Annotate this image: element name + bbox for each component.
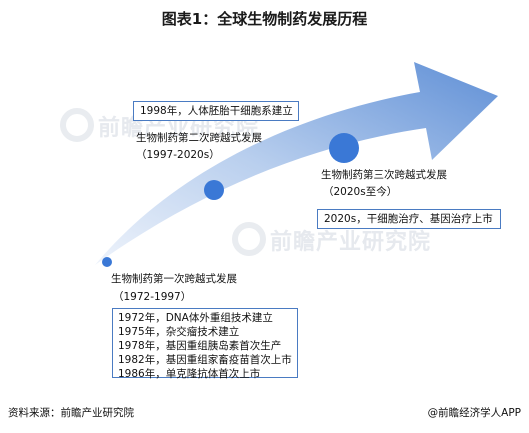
stage-3-event-box: 2020s，干细胞治疗、基因治疗上市 bbox=[317, 209, 501, 229]
stage-3-name: 生物制药第三次跨越式发展 bbox=[321, 169, 447, 181]
figure-title: 图表1：全球生物制药发展历程 bbox=[161, 10, 368, 28]
stage-2-event-box: 1998年，人体胚胎干细胞系建立 bbox=[133, 101, 299, 121]
stage-1-event: 1975年，杂交瘤技术建立 bbox=[118, 326, 240, 338]
watermark-logo-icon bbox=[60, 108, 94, 142]
stage-1-event: 1972年，DNA体外重组技术建立 bbox=[118, 312, 273, 324]
watermark-text: 前瞻产业研究院 bbox=[270, 230, 432, 255]
stage-1-event: 1986年，单克隆抗体首次上市 bbox=[118, 368, 261, 380]
stage-3-dot bbox=[329, 133, 359, 163]
stage-1-event: 1982年，基因重组家畜疫苗首次上市 bbox=[118, 354, 292, 366]
credit-note: @前瞻经济学人APP bbox=[427, 407, 521, 419]
source-note: 资料来源：前瞻产业研究院 bbox=[8, 407, 134, 419]
stage-3-period: （2020s至今） bbox=[323, 186, 398, 198]
stage-1-event-box: 1972年，DNA体外重组技术建立 1975年，杂交瘤技术建立 1978年，基因… bbox=[112, 308, 298, 380]
arrow-body bbox=[95, 62, 498, 265]
stage-2-name: 生物制药第二次跨越式发展 bbox=[136, 132, 262, 144]
stage-1-event: 1978年，基因重组胰岛素首次生产 bbox=[118, 340, 282, 352]
stage-2-dot bbox=[204, 180, 224, 200]
stage-1-dot bbox=[102, 257, 112, 267]
stage-3-event: 2020s，干细胞治疗、基因治疗上市 bbox=[324, 213, 493, 225]
stage-1-name: 生物制药第一次跨越式发展 bbox=[111, 273, 237, 285]
stage-1-period: （1972-1997） bbox=[113, 291, 192, 303]
stage-2-event: 1998年，人体胚胎干细胞系建立 bbox=[140, 105, 293, 117]
watermark-logo-icon bbox=[232, 222, 266, 256]
stage-2-period: （1997-2020s） bbox=[136, 149, 220, 161]
